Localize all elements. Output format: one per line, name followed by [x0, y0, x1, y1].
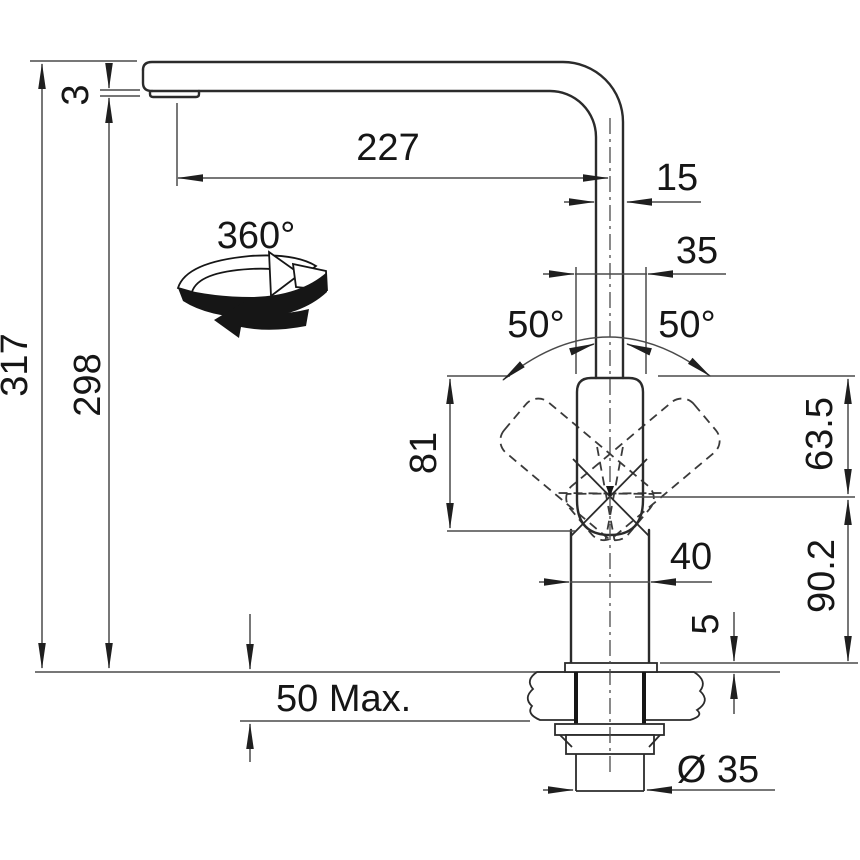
dim-label-body-width: 40: [670, 536, 712, 578]
dim-axis-to-deck: 90.2: [660, 499, 858, 664]
arc-center-arrow: [626, 343, 652, 356]
dim-label-spout-reach: 227: [356, 127, 419, 169]
rotation-arrow-solid: [214, 302, 309, 338]
dim-spout-reach: 227: [176, 103, 609, 186]
rotation-arrowhead-open: [268, 250, 302, 298]
dim-hole-diameter: Ø 35: [543, 749, 775, 794]
granite-right-chunk: [643, 671, 706, 721]
dim-label-spout-tube-width: 15: [656, 157, 698, 199]
rotation-360-icon: 360°: [176, 215, 328, 338]
dim-lever-swing: 50° 50°: [447, 304, 855, 381]
dim-lever-length: 81: [403, 378, 575, 532]
faucet-body: [141, 60, 721, 792]
dim-aerator-drop: 3: [55, 63, 140, 106]
dim-base-plate-height: 5: [685, 612, 738, 714]
rotation-label: 360°: [217, 215, 296, 257]
arc-center-arrow: [569, 343, 595, 356]
shank-wall-left: [574, 672, 578, 725]
rotation-band-front: [178, 272, 327, 318]
dim-total-height: 317: [0, 60, 137, 669]
dim-label-spout-height: 298: [67, 353, 109, 416]
dim-label-hole-diameter: Ø 35: [677, 749, 759, 791]
dim-label-lever-top-to-axis: 63.5: [799, 397, 841, 471]
angle-arc: [502, 336, 711, 381]
spout-left-end: [141, 68, 154, 93]
dim-label-lever-angle-right: 50°: [658, 304, 715, 346]
dim-label-axis-to-deck: 90.2: [801, 539, 843, 613]
granite-left-chunk: [526, 671, 578, 721]
handle-x-line: [572, 458, 650, 537]
dim-label-aerator-drop: 3: [55, 84, 97, 105]
dim-lever-top-to-axis: 63.5: [635, 378, 855, 498]
dim-label-lever-angle-left: 50°: [507, 304, 564, 346]
dim-label-handle-width: 35: [676, 230, 718, 272]
dim-label-total-height: 317: [0, 333, 36, 396]
dim-spout-tube-width: 15: [564, 157, 701, 206]
dim-body-width: 40: [539, 536, 712, 586]
spout-inner-edge: [150, 89, 598, 380]
pivot-arrow: [606, 486, 614, 497]
nut-bevel-left: [559, 734, 573, 748]
nut-bevel-right: [648, 734, 661, 748]
base-plate: [564, 662, 658, 673]
handle-x-line: [570, 458, 648, 537]
handle-fill: [577, 378, 643, 535]
dim-handle-width: 35: [543, 230, 726, 374]
dim-spout-height: 298: [67, 97, 113, 669]
aerator: [148, 89, 201, 99]
dim-label-lever-length: 81: [403, 432, 445, 474]
dim-counter-thickness: 50 Max.: [246, 614, 411, 762]
spout-outer-edge: [141, 60, 625, 380]
dim-label-counter-thickness: 50 Max.: [276, 678, 411, 720]
dim-label-base-plate-height: 5: [685, 613, 727, 634]
shank-wall-right: [642, 672, 646, 725]
